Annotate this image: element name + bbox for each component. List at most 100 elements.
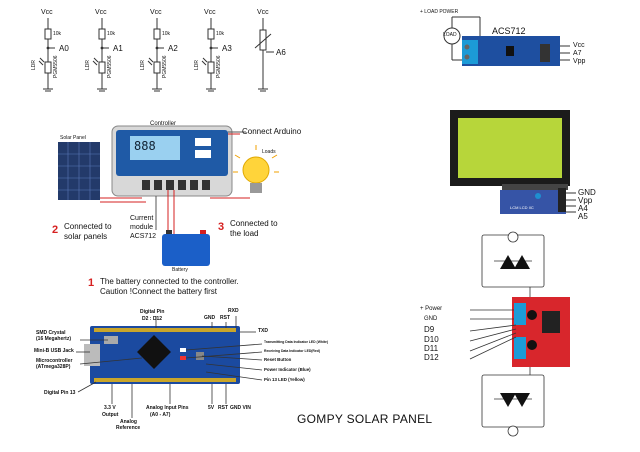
- sensor-schematic-lines: [38, 17, 274, 92]
- step-3-number: 3: [218, 221, 225, 233]
- vcc-label-1: Vcc: [95, 9, 107, 16]
- v33-label-0: 3.3 V: [104, 405, 116, 411]
- acs712-title: ACS712: [492, 26, 526, 36]
- lcd-board-text: LCM LCD IIC: [510, 205, 534, 210]
- load-icon: [443, 27, 461, 45]
- usb-jack: [84, 344, 100, 366]
- nano-rxd-label: RXD: [228, 308, 239, 314]
- vcc-label-3: Vcc: [204, 9, 216, 16]
- acs712-lines: [443, 16, 570, 66]
- nano-gnd-label: GND: [204, 315, 216, 321]
- driver-d12-label: D12: [424, 353, 439, 362]
- ldr-label-2: LDR: [140, 59, 146, 70]
- ldr-label-0: LDR: [31, 59, 37, 70]
- connected-panels-0: Connected to: [64, 222, 112, 231]
- nano-rst-label: RST: [220, 315, 230, 321]
- gnd-vin-label: GND VIN: [230, 405, 251, 411]
- smd-crystal-1: (16 Megahertz): [36, 336, 72, 342]
- controller-label: Controller: [150, 121, 177, 127]
- battery-note-1: Caution !Connect the battery first: [100, 287, 217, 296]
- acs-pin-vcc: Vcc: [573, 42, 585, 49]
- resistor-label-3: 10k: [216, 31, 225, 37]
- micro-label-1: (ATmega328P): [36, 364, 71, 370]
- analog-in-1: (A0 - A7): [150, 412, 171, 418]
- part-label-1: PGM5506: [107, 55, 113, 78]
- battery-note-0: The battery connected to the controller.: [100, 277, 239, 286]
- pin-a0: A0: [59, 44, 69, 53]
- analog-ref-0: Analog: [120, 419, 137, 425]
- battery-icon: [162, 234, 210, 266]
- acs712-terminal: [462, 40, 478, 64]
- driver-gnd-label: GND: [424, 316, 438, 322]
- pin-a6: A6: [276, 48, 286, 57]
- rx-led-label: Receiving Data Indicator LED(Red): [264, 349, 320, 353]
- connected-load-1: the load: [230, 229, 259, 238]
- driver-d11-label: D11: [424, 344, 439, 353]
- load-power-label: + LOAD POWER: [420, 9, 459, 15]
- solar-panel-label: Solar Panel: [60, 135, 86, 141]
- motor-driver-graphic: [469, 231, 570, 437]
- load-label: LOAD: [443, 32, 457, 38]
- solar-graphic: [58, 125, 279, 266]
- lcd-pin-gnd: GND: [578, 188, 596, 197]
- connected-load-0: Connected to: [230, 219, 278, 228]
- resistor-label-2: 10k: [162, 31, 171, 37]
- pin-a1: A1: [113, 44, 123, 53]
- diagram-title: GOMPY SOLAR PANEL: [297, 412, 433, 426]
- reset-button-label: Reset Button: [264, 357, 292, 362]
- current-module-label-2: ACS712: [130, 233, 157, 240]
- digital13-label: Digital Pin 13: [44, 390, 76, 396]
- arduino-nano-diagram: Digital Pin D2 : D12 GND RST RXD TXD SMD…: [30, 308, 328, 452]
- current-module-label-1: module: [130, 224, 153, 231]
- lcd-pin-vpp: Vpp: [578, 196, 593, 205]
- digital-pin-top-0: Digital Pin: [140, 309, 165, 315]
- pin13-led-label: Pin 13 LED (Yellow): [264, 377, 305, 382]
- driver-d10-label: D10: [424, 335, 439, 344]
- v33-label-1: Output: [102, 412, 119, 418]
- driver-d9-label: D9: [424, 325, 435, 334]
- lcd-pin-a4: A4: [578, 204, 588, 213]
- motor-driver-diagram: + Power GND D9 D10 D11 D12: [420, 225, 640, 452]
- part-label-3: PGM5506: [216, 55, 222, 78]
- step-2-number: 2: [52, 224, 59, 236]
- acs712-diagram: + LOAD POWER LOAD ACS712 Vcc A7 Vpp: [410, 0, 640, 90]
- nano-graphic: [76, 316, 263, 418]
- power-led-label: Power Indicator (Blue): [264, 367, 311, 372]
- bulb-icon: [242, 156, 270, 184]
- part-label-0: PGM5506: [53, 55, 59, 78]
- micro-label-0: Microcontroller: [36, 358, 73, 364]
- pin-a2: A2: [168, 44, 178, 53]
- ldr-label-1: LDR: [85, 59, 91, 70]
- analog-in-0: Analog Input Pins: [146, 405, 189, 411]
- vcc-label-0: Vcc: [41, 9, 53, 16]
- ldr-label-3: LDR: [194, 59, 200, 70]
- driver-power-label: + Power: [420, 306, 443, 312]
- vcc-label-2: Vcc: [150, 9, 162, 16]
- tx-led-label: Transmitting Data Indicator LED (White): [264, 340, 329, 344]
- vcc-label-4: Vcc: [257, 9, 269, 16]
- part-label-2: PGM5506: [162, 55, 168, 78]
- acs-pin-vpp: Vpp: [573, 58, 586, 65]
- smd-crystal-0: SMD Crystal: [36, 330, 66, 336]
- current-module-label-0: Current: [130, 215, 154, 222]
- loads-label: Loads: [262, 149, 276, 155]
- lcd-pin-a5: A5: [578, 212, 588, 221]
- analog-ref-1: Reference: [116, 425, 141, 431]
- lcd-graphic: [450, 110, 576, 214]
- rst2-label: RST: [218, 405, 228, 411]
- connect-arduino-label: Connect Arduino: [242, 127, 302, 136]
- step-1-number: 1: [88, 277, 95, 289]
- sensor-schematic: Vcc Vcc Vcc Vcc Vcc 10k 10k 10k 10k A0 A…: [0, 0, 300, 100]
- v5-label: 5V: [208, 405, 215, 411]
- solar-controller-diagram: Controller Solar Panel 888 Connect Ardui…: [50, 110, 310, 300]
- i2c-board: [500, 190, 566, 214]
- digital-pin-top-1: D2 : D12: [142, 316, 163, 322]
- nano-txd-label: TXD: [258, 328, 268, 334]
- acs-pin-a7: A7: [573, 50, 582, 57]
- resistor-label-1: 10k: [107, 31, 116, 37]
- ldr-channel: [38, 18, 55, 92]
- controller-screen: 888: [134, 139, 156, 153]
- mini-usb-label: Mini-B USB Jack: [34, 348, 74, 354]
- battery-label: Battery: [172, 267, 188, 273]
- resistor-label-0: 10k: [53, 31, 62, 37]
